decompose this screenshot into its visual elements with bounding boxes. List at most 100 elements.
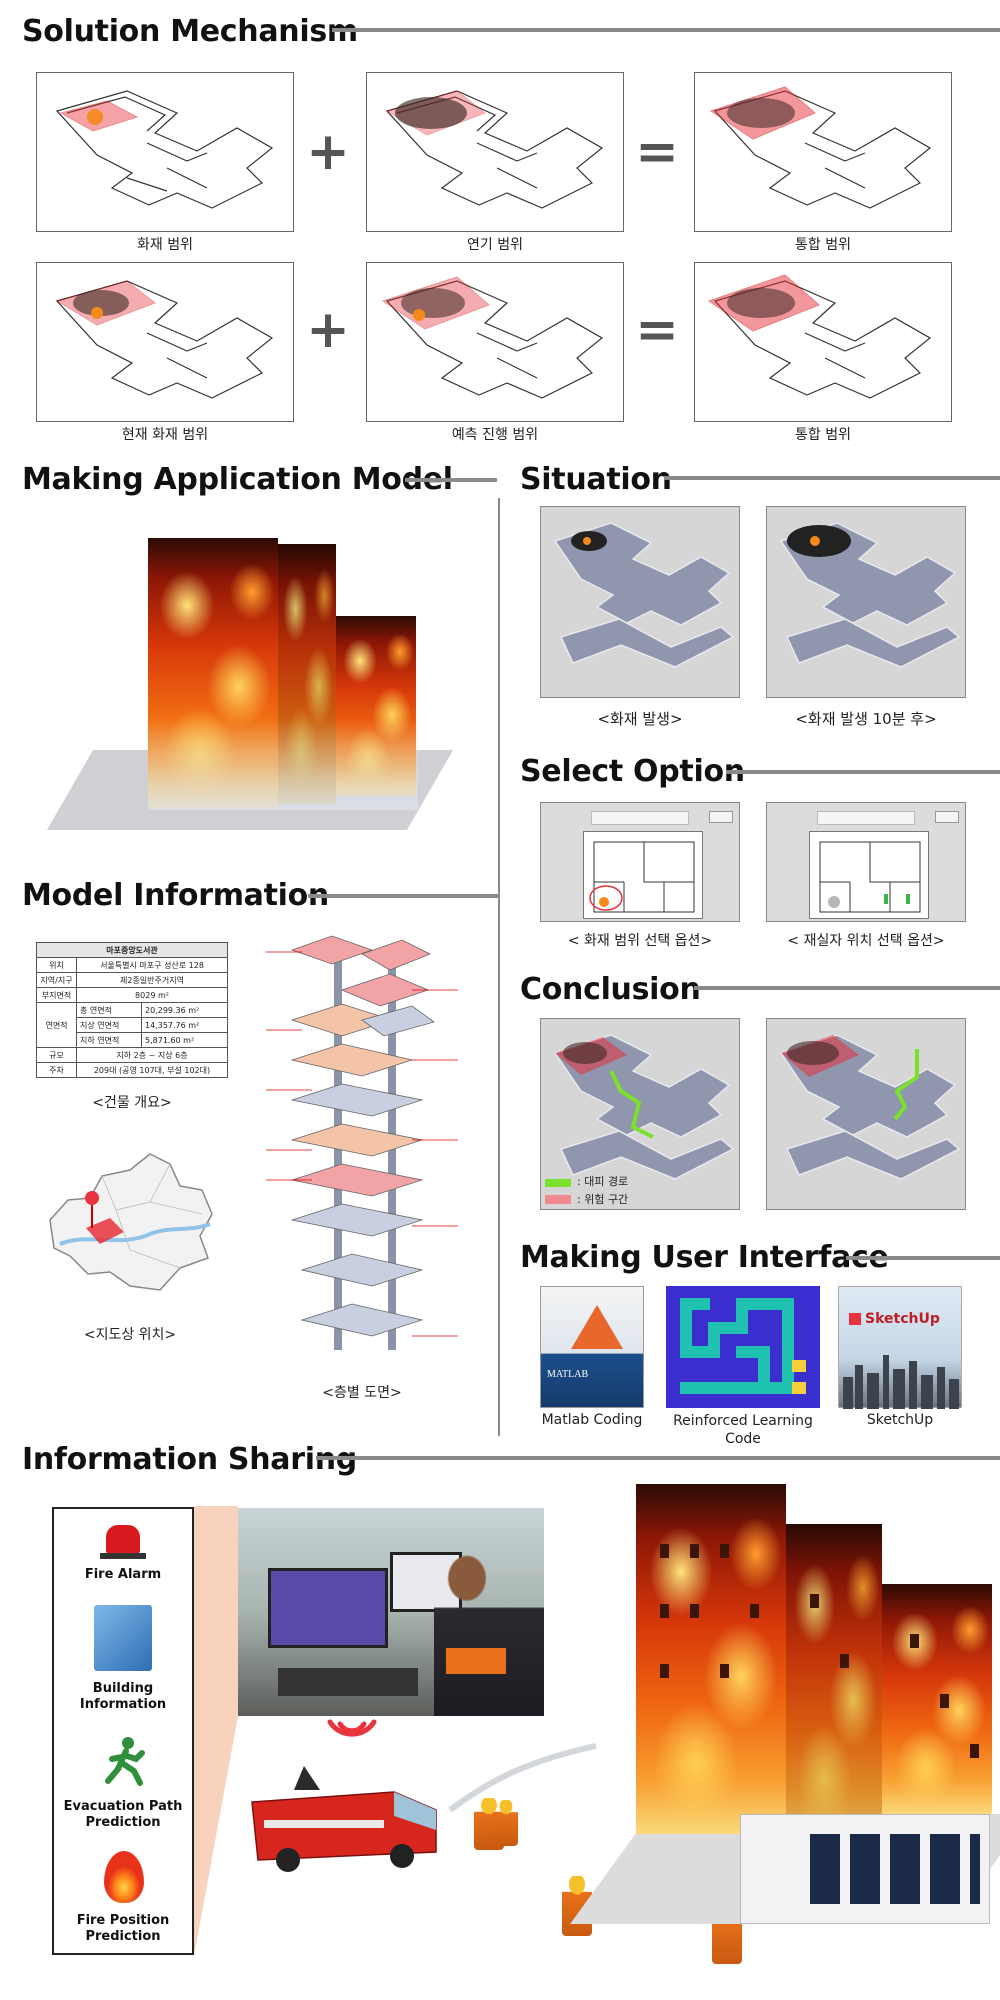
ui-occupant-option [766,802,966,922]
section-rule [405,478,497,482]
ground-floor-windows [810,1834,980,1904]
water-hose-spray [440,1740,600,1820]
matlab-cover: MATLAB [540,1286,644,1408]
plan-combined-range-2 [694,262,952,422]
panel-connector [194,1506,238,1956]
sharing-info-panel: Fire Alarm Building Information Evacuati… [52,1507,194,1955]
section-rule [694,986,1000,990]
floor-stack-diagram [262,930,462,1350]
section-rule [726,770,1000,774]
conclusion-path-2 [766,1018,966,1210]
equals-sign: = [635,122,679,182]
ui-button[interactable] [709,811,733,823]
window [910,1634,919,1648]
window [660,1664,669,1678]
window [840,1654,849,1668]
window [810,1594,819,1608]
flame-icon [104,1851,144,1903]
section-rule [308,894,498,898]
plus-sign: + [306,122,350,182]
window [660,1604,669,1618]
plan-combined-range [694,72,952,232]
section-title-ui: Making User Interface [520,1240,889,1275]
rl-maze [666,1286,820,1408]
caption-predicted-progress: 예측 진행 범위 [451,427,539,443]
conclusion-path-1: : 대피 경로 : 위험 구간 [540,1018,740,1210]
window [690,1604,699,1618]
section-title-sharing: Information Sharing [22,1442,357,1477]
matlab-logo-text: MATLAB [547,1369,589,1380]
fire-facade-mid [786,1524,882,1844]
situation-fire-start [540,506,740,698]
window [940,1694,949,1708]
label-fire-alarm: Fire Alarm [84,1567,162,1582]
label-sketchup: SketchUp [866,1412,934,1428]
plan-smoke-range [366,72,624,232]
keyboard [278,1668,418,1696]
ui-floor-map [583,831,703,919]
column-divider [498,498,500,1436]
fire-facade-left [636,1484,786,1834]
legend-arrow-icon [545,1179,571,1187]
seoul-map [30,1140,230,1310]
ui-title-bar [591,811,689,825]
building-fire-model [46,530,454,830]
section-title-select: Select Option [520,754,745,789]
plan-predicted-progress [366,262,624,422]
window [690,1544,699,1558]
section-rule [846,1256,1000,1260]
caption-fire-10min: <화재 발생 10분 후> [795,710,937,728]
legend-danger-zone: : 위험 구간 [577,1193,629,1206]
section-title-model: Making Application Model [22,462,453,497]
monitor [268,1568,388,1648]
label-building-info: Building Information [79,1681,167,1712]
sketchup-logo-text: SketchUp [865,1311,940,1327]
window [660,1544,669,1558]
fire-facade-right [882,1584,992,1814]
label-fire-position-prediction: Fire Position Prediction [76,1913,170,1944]
section-title-conclusion: Conclusion [520,972,701,1007]
signal-waves-icon [316,1714,388,1756]
ui-floor-map [809,831,929,919]
firefighter [494,1800,518,1846]
caption-occupant-option: < 재실자 위치 선택 옵션> [787,933,945,949]
legend-evacuation-path: : 대피 경로 [577,1175,629,1188]
ui-button[interactable] [935,811,959,823]
plan-fire-range [36,72,294,232]
section-title-situation: Situation [520,462,672,497]
fire-alarm-icon [106,1525,140,1553]
caption-combined-range-2: 통합 범위 [795,427,851,443]
section-rule [664,476,1000,480]
dispatch-center-photo [238,1508,544,1716]
firefighter-operator [434,1548,544,1716]
sketchup-logo-icon [849,1313,861,1325]
plus-sign: + [306,300,350,360]
section-title-info: Model Information [22,878,329,913]
caption-fire-range-option: < 화재 범위 선택 옵션> [567,933,713,949]
caption-combined-range: 통합 범위 [795,237,851,253]
label-matlab: Matlab Coding [541,1412,643,1428]
plan-current-fire [36,262,294,422]
burning-building [570,1484,1000,1934]
running-person-icon [100,1735,148,1795]
legend-danger-swatch [545,1195,571,1204]
caption-floor-plans: <층별 도면> [322,1385,402,1401]
smoke-haze [148,720,418,810]
section-title-solution: Solution Mechanism [22,14,358,49]
section-rule [316,1456,1000,1460]
table-title: 마포중앙도서관 [36,942,228,958]
fire-alarm-base [100,1553,146,1559]
sketchup-cover: SketchUp [838,1286,962,1409]
ui-fire-range-option [540,802,740,922]
section-rule [332,28,1000,32]
window [720,1544,729,1558]
window [750,1604,759,1618]
situation-fire-10min [766,506,966,698]
